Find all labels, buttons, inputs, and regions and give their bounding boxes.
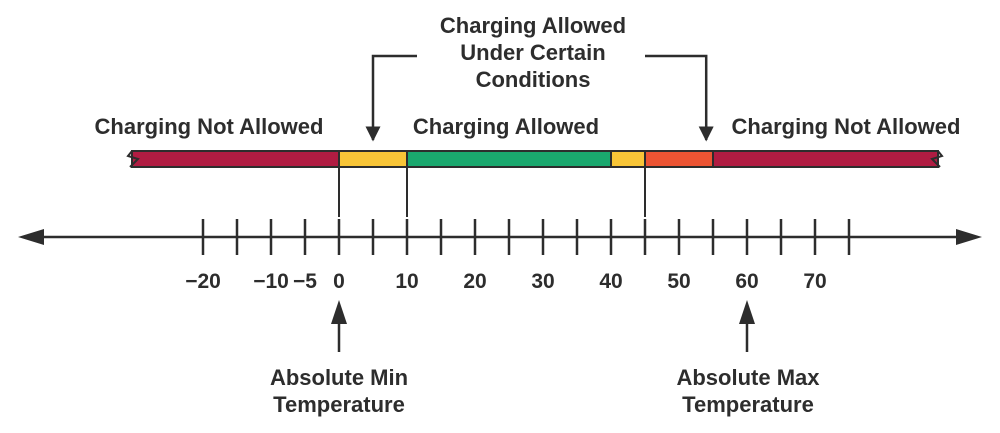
temperature-bands	[126, 150, 944, 168]
callout-line-2: Under Certain	[460, 40, 605, 65]
axis-arrow-right	[956, 229, 982, 245]
zone-label-middle: Charging Allowed	[413, 114, 599, 139]
band-torn-left	[126, 150, 140, 168]
abs-min-line-1: Absolute Min	[270, 365, 408, 390]
band-not-allowed-high	[712, 150, 939, 168]
band-torn-right	[930, 150, 944, 168]
tick-label-50: 50	[667, 270, 690, 293]
tick-label-40: 40	[599, 270, 622, 293]
callout-arrow-left	[365, 54, 417, 142]
band-allowed	[406, 150, 612, 168]
callout-arrows	[365, 54, 714, 142]
tick-label--5: −5	[293, 270, 317, 293]
abs-max-line-1: Absolute Max	[676, 365, 820, 390]
callout-arrow-right	[645, 54, 714, 142]
callout-line-3: Conditions	[476, 67, 591, 92]
abs-max-arrow-head	[739, 300, 755, 324]
callout-line-1: Charging Allowed	[440, 13, 626, 38]
band-conditional-high-yellow	[610, 150, 646, 168]
tick-label-70: 70	[803, 270, 826, 293]
band-conditional-low	[338, 150, 408, 168]
axis-arrow-left	[18, 229, 44, 245]
tick-label--20: −20	[185, 270, 221, 293]
tick-label-60: 60	[735, 270, 758, 293]
temperature-axis: −20 −10−5 0 10 20 30 40 50 60 70	[18, 219, 982, 293]
tick-label-20: 20	[463, 270, 486, 293]
abs-min-line-2: Temperature	[273, 392, 405, 417]
tick-label--10: −10	[253, 270, 289, 293]
band-connectors	[338, 167, 646, 217]
tick-label-10: 10	[395, 270, 418, 293]
tick-label-0: 0	[333, 270, 345, 293]
abs-min-arrow-head	[331, 300, 347, 324]
limit-markers	[331, 300, 755, 352]
zone-label-left: Charging Not Allowed	[95, 114, 324, 139]
band-conditional-high-orange	[644, 150, 714, 168]
zone-label-right: Charging Not Allowed	[732, 114, 961, 139]
band-not-allowed-low	[131, 150, 340, 168]
tick-label-30: 30	[531, 270, 554, 293]
abs-max-line-2: Temperature	[682, 392, 814, 417]
